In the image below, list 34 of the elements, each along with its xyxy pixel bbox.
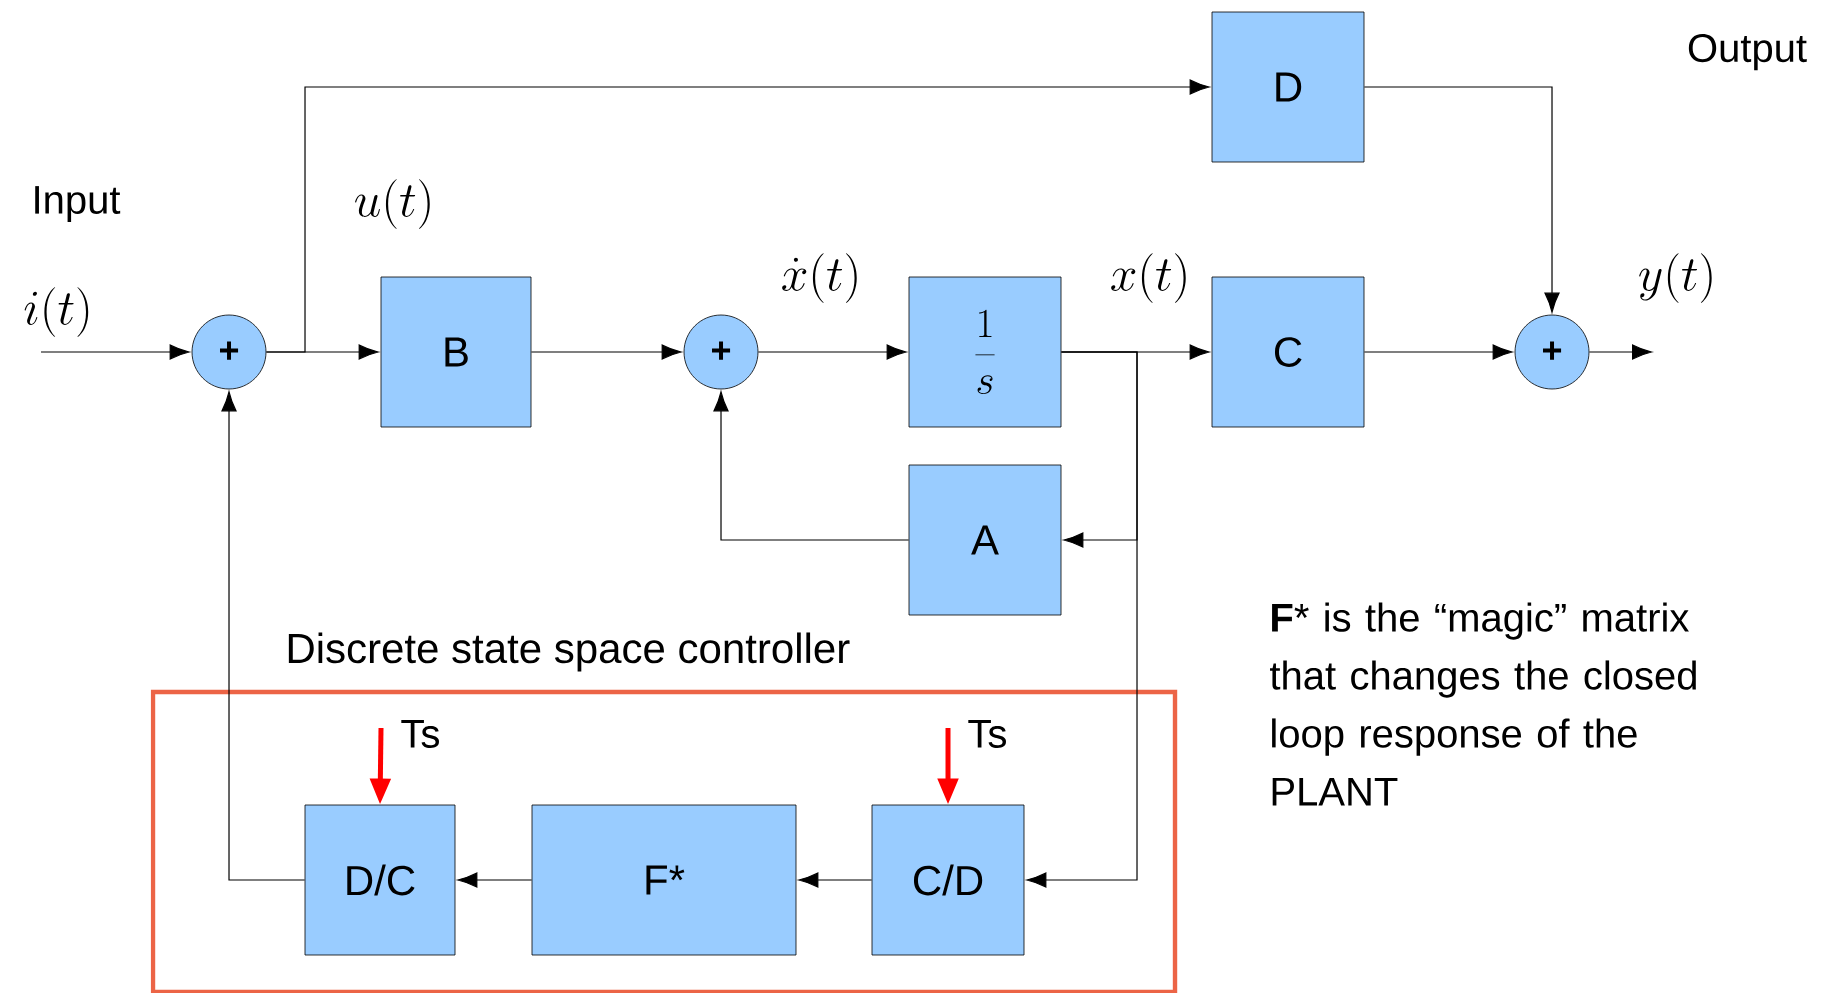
block: C/D xyxy=(871,804,1025,956)
arrow xyxy=(1588,344,1653,360)
block: $\frac{1}{s}$ xyxy=(908,276,1062,428)
arrow xyxy=(713,391,910,541)
arrow xyxy=(1363,344,1513,360)
arrow xyxy=(40,344,190,360)
arrow xyxy=(457,872,533,888)
signal-label: $\dot{x}(t)$ xyxy=(782,253,857,303)
block: A xyxy=(908,464,1062,616)
block: C xyxy=(1211,276,1365,428)
arrow xyxy=(1363,86,1560,313)
arrow xyxy=(798,872,873,888)
summing-junction: + xyxy=(191,314,267,390)
summing-junction: + xyxy=(1514,314,1590,390)
edge-label: Ts xyxy=(401,720,439,748)
arrow xyxy=(757,344,907,360)
edge-label: Ts xyxy=(968,720,1006,748)
io-label: Input xyxy=(35,186,121,222)
block: B xyxy=(380,276,532,428)
signal-label: $x(t)$ xyxy=(1111,253,1186,303)
frame-heading: Discrete state space controller xyxy=(288,632,850,672)
block: D/C xyxy=(304,804,456,956)
summing-junction: + xyxy=(683,314,759,390)
signal-label: $y(t)$ xyxy=(1639,253,1712,303)
signal-label: $i(t)$ xyxy=(24,287,89,337)
arrow xyxy=(265,79,1210,353)
note: F* is the “magic” matrix that changes the closed loop response of the PLANT xyxy=(1270,602,1696,806)
arrow xyxy=(530,344,682,360)
io-label: Output xyxy=(1688,33,1807,71)
arrow xyxy=(1026,351,1138,888)
signal-label: $u(t)$ xyxy=(355,179,430,229)
block: F* xyxy=(531,804,797,956)
block: D xyxy=(1211,11,1365,163)
arrow xyxy=(221,391,306,881)
